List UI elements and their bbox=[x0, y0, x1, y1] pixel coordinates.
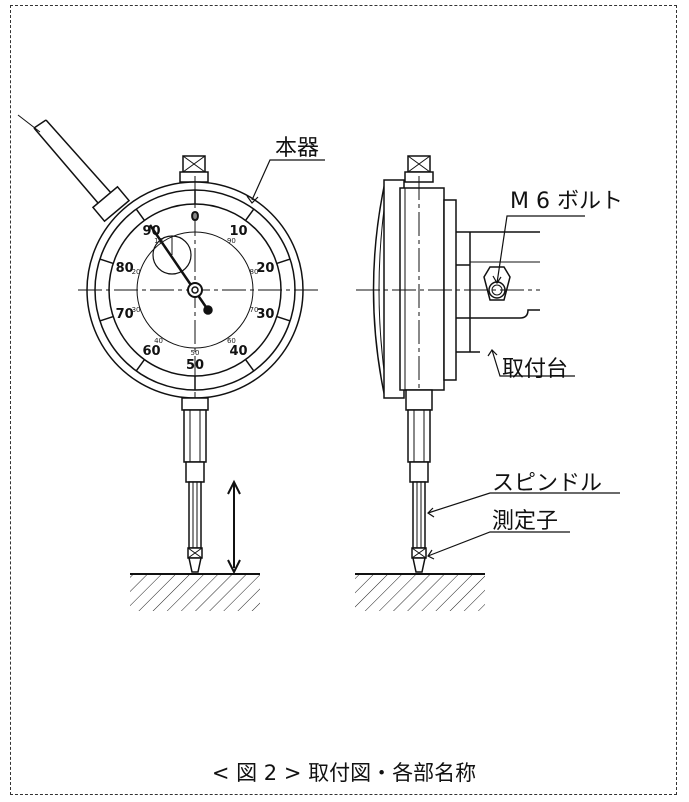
leader-mount bbox=[491, 349, 575, 377]
leader-contact-point bbox=[427, 531, 570, 557]
dial-numbers: 0 10 20 30 40 50 60 70 80 90 90 80 70 60 50 40 30 20 10 bbox=[116, 210, 275, 373]
leader-bolt bbox=[496, 215, 585, 284]
pointer-hub bbox=[187, 282, 203, 298]
dial-tick bbox=[244, 359, 255, 372]
label-contact-point: 測定子 bbox=[492, 509, 558, 534]
dial-tick bbox=[99, 258, 114, 265]
dial-tick bbox=[276, 315, 291, 322]
stem bbox=[181, 397, 209, 573]
dial-minor-number: 20 bbox=[132, 268, 141, 276]
dial-major-number: 0 bbox=[190, 210, 199, 225]
dial-minor-number: 80 bbox=[250, 268, 259, 276]
dial-major-number: 20 bbox=[256, 261, 274, 276]
case-body bbox=[399, 187, 445, 391]
dial-major-number: 70 bbox=[116, 307, 134, 322]
dial-tick bbox=[135, 208, 146, 221]
dial-minor-number: 30 bbox=[132, 306, 141, 314]
dial-major-number: 10 bbox=[229, 224, 247, 239]
dial-major-number: 60 bbox=[142, 344, 160, 359]
mount-bracket bbox=[456, 231, 540, 353]
dial-minor-number: 70 bbox=[250, 306, 259, 314]
side-view bbox=[355, 155, 620, 611]
dial-minor-number: 40 bbox=[154, 337, 163, 345]
figure-frame bbox=[10, 5, 677, 795]
travel-arrow bbox=[227, 479, 241, 575]
dial-major-number: 80 bbox=[116, 261, 134, 276]
dial-major-number: 50 bbox=[186, 358, 204, 373]
leader-main-body bbox=[251, 159, 325, 201]
label-main-body: 本器 bbox=[275, 136, 319, 161]
dial-minor-number: 90 bbox=[227, 237, 236, 245]
front-base-hatch bbox=[130, 575, 260, 611]
label-spindle: スピンドル bbox=[492, 471, 602, 496]
dial-tick bbox=[135, 359, 146, 372]
lug-stem bbox=[17, 114, 131, 223]
dial-tick bbox=[244, 208, 255, 221]
label-bolt: M 6 ボルト bbox=[510, 189, 623, 214]
dial-tick bbox=[99, 315, 114, 322]
pointer-tip bbox=[203, 305, 213, 315]
dial-minor-number: 10 bbox=[154, 237, 163, 245]
label-mount: 取付台 bbox=[502, 357, 568, 382]
figure-caption: < 図 2 > 取付図・各部名称 bbox=[212, 761, 476, 785]
leader-spindle bbox=[427, 492, 620, 514]
dial-minor-number: 60 bbox=[227, 337, 236, 345]
front-view bbox=[17, 114, 325, 611]
dial-major-number: 90 bbox=[142, 224, 160, 239]
dial-major-number: 40 bbox=[229, 344, 247, 359]
dial-major-number: 30 bbox=[256, 307, 274, 322]
top-cap bbox=[179, 155, 209, 183]
dial-minor-number: 50 bbox=[191, 349, 200, 357]
dial-tick bbox=[276, 258, 291, 265]
